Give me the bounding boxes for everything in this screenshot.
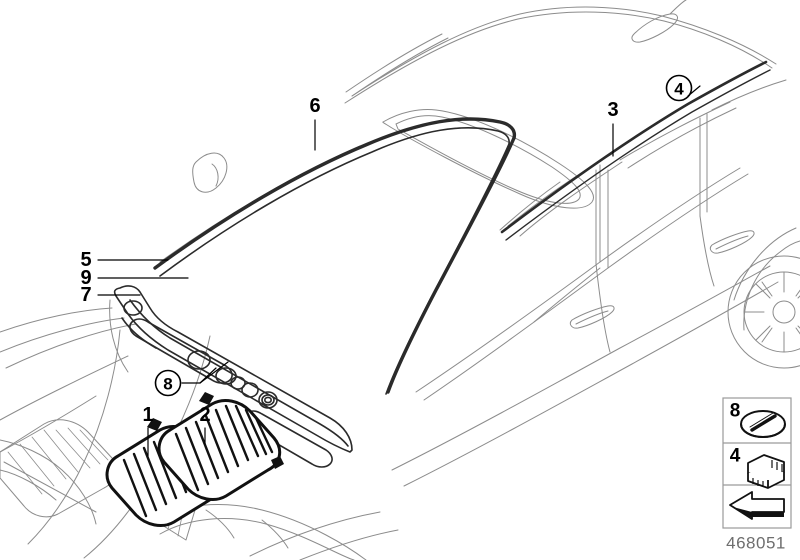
callout-7-label: 7 — [80, 284, 91, 306]
legend-box: 8 4 — [722, 397, 792, 529]
callout-5-label: 5 — [80, 249, 91, 271]
callout-4-circle — [665, 74, 693, 102]
part-number-label: 468051 — [726, 534, 786, 553]
callout-1-label: 1 — [142, 404, 153, 426]
oval-cap-plug-icon — [740, 410, 786, 439]
legend-cell-arrow — [729, 491, 785, 520]
legend-cell-8: 8 — [730, 401, 786, 439]
callout-8-circle — [154, 369, 182, 397]
callout-3-label: 3 — [607, 99, 618, 121]
callout-2-label: 2 — [199, 404, 210, 426]
legend-cell-4-label: 4 — [730, 446, 741, 467]
kidney-grille-right-part — [157, 392, 284, 501]
windshield-seal-part — [153, 117, 517, 395]
callout-9-label: 9 — [80, 267, 91, 289]
callout-4-label: 4 — [674, 80, 684, 99]
callout-circles — [154, 74, 693, 397]
callout-8-label: 8 — [163, 375, 172, 394]
view-direction-arrow-icon — [729, 491, 785, 520]
roof-trim-strip-part — [500, 60, 771, 241]
retaining-clip-icon — [747, 454, 785, 489]
legend-cell-4: 4 — [730, 446, 785, 489]
callout-6-label: 6 — [309, 95, 320, 117]
leader-8b — [199, 367, 217, 384]
legend-cell-8-label: 8 — [730, 401, 741, 422]
